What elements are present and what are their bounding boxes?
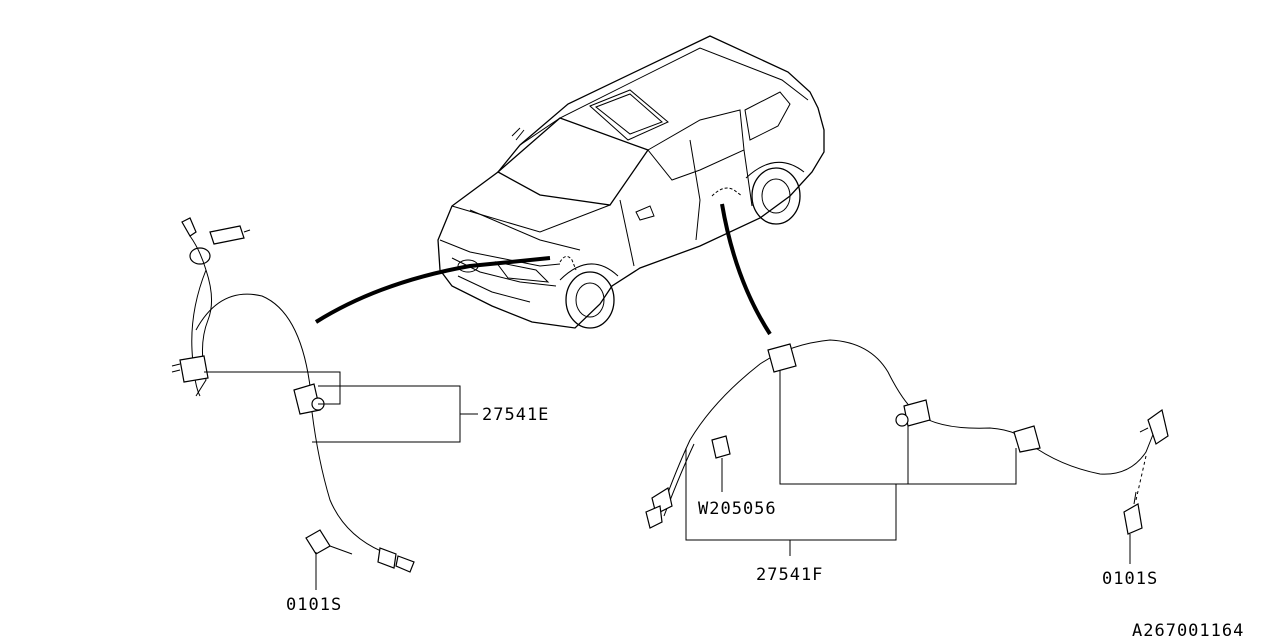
rear-leader-lines xyxy=(685,370,1017,556)
front-leader-lines xyxy=(204,371,478,443)
callout-front-bolt: 0101S xyxy=(286,595,342,615)
callout-rear-bolt: 0101S xyxy=(1102,569,1158,589)
rear-abs-sensor-harness xyxy=(645,339,1169,535)
drawing-number: A267001164 xyxy=(1132,621,1244,640)
front-abs-sensor-harness xyxy=(171,217,415,573)
vehicle-illustration xyxy=(437,35,825,329)
callout-27541e: 27541E xyxy=(482,405,549,425)
front-location-pointer xyxy=(314,256,551,324)
rear-location-pointer xyxy=(720,203,772,336)
callout-w205056: W205056 xyxy=(698,499,777,519)
callout-27541f: 27541F xyxy=(756,565,823,585)
